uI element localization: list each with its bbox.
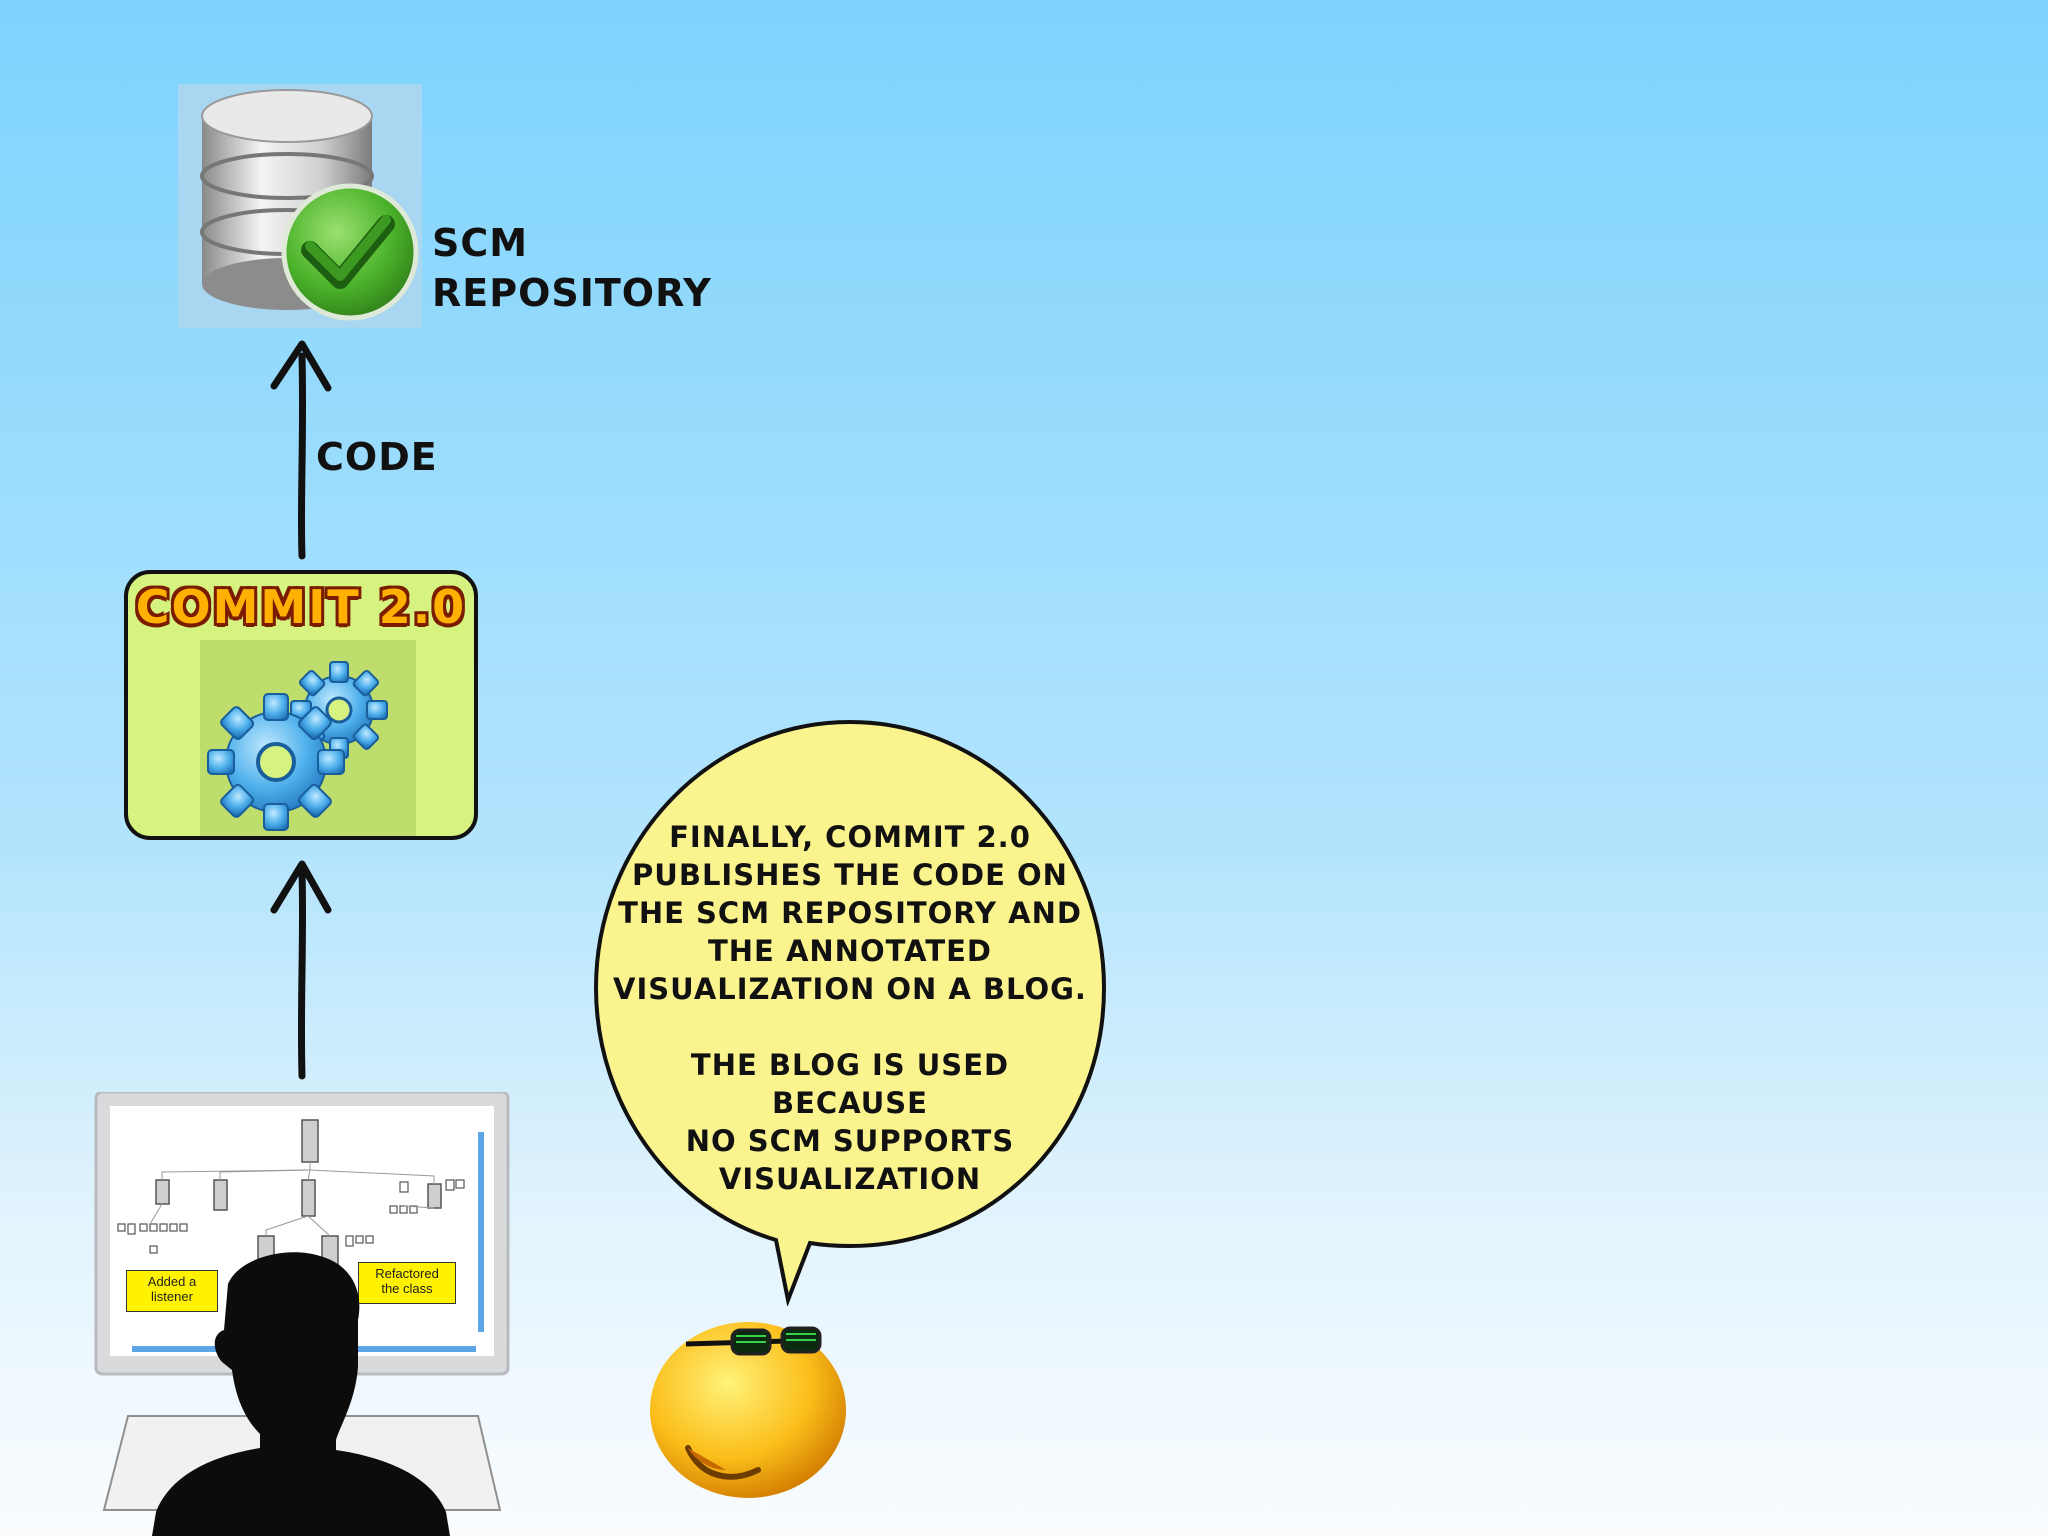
repository-label-line2: REPOSITORY <box>432 271 712 315</box>
code-arrow-label: CODE <box>316 435 438 479</box>
note-right-line2: the class <box>381 1281 433 1296</box>
speech-bubble-line: VISUALIZATION <box>718 1162 982 1196</box>
note-left-line2: listener <box>151 1289 193 1304</box>
annotation-note-right: Refactored the class <box>358 1262 456 1304</box>
commit-logo: COMMIT 2.0 <box>135 580 467 634</box>
developer-silhouette <box>152 1252 450 1536</box>
database-icon <box>178 84 422 328</box>
speech-bubble-line: THE ANNOTATED <box>708 934 992 968</box>
speech-bubble-line: VISUALIZATION ON A BLOG. <box>613 972 1087 1006</box>
repository-label: SCM REPOSITORY <box>432 218 712 318</box>
monitor-screen-diagram: Added a listener Refactored the class <box>110 1106 494 1356</box>
speech-bubble-line: THE SCM REPOSITORY AND <box>618 896 1082 930</box>
speech-bubble-line <box>610 1008 1090 1046</box>
speech-bubble-line: FINALLY, COMMIT 2.0 <box>669 820 1031 854</box>
cool-smiley-icon <box>650 1322 846 1498</box>
speech-bubble <box>593 719 1107 1306</box>
speech-bubble-line: NO SCM SUPPORTS <box>685 1124 1015 1158</box>
gears-icon <box>207 661 388 831</box>
note-right-line1: Refactored <box>375 1266 439 1281</box>
input-arrow <box>270 860 332 1080</box>
code-arrow <box>270 340 332 560</box>
note-left-line1: Added a <box>147 1274 197 1289</box>
repository-label-line1: SCM <box>432 221 529 265</box>
speech-bubble-line: THE BLOG IS USED BECAUSE <box>690 1048 1010 1120</box>
commit-tool-box: COMMIT 2.0 <box>124 570 478 840</box>
annotation-note-left: Added a listener <box>126 1270 218 1312</box>
speech-bubble-line: PUBLISHES THE CODE ON <box>632 858 1068 892</box>
